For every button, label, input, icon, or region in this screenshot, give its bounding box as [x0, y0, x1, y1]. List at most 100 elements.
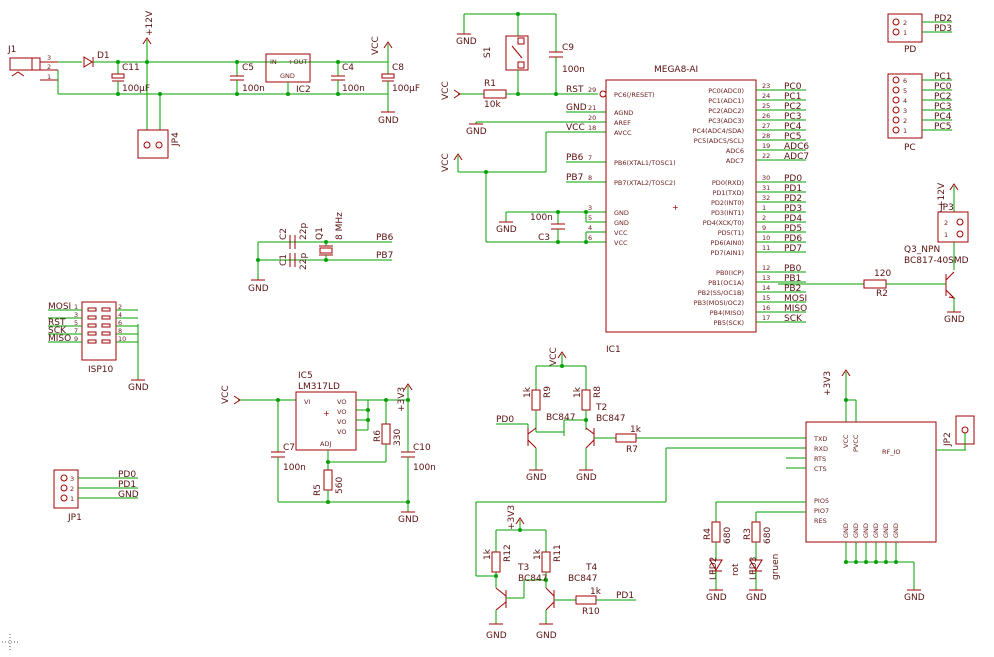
regulator-ic5[interactable]: IC5 LM317LD VI VO VO VO VO ADJ +: [295, 371, 357, 451]
ic1-pin-label: PB7(XTAL2/TOSC2): [614, 179, 676, 187]
jumper-jp3[interactable]: 2 1 JP3: [937, 203, 969, 243]
ic1-net-label: PB2: [784, 284, 801, 294]
transistor-t4[interactable]: T4 BC847: [545, 563, 597, 611]
pd0-label: PD0: [496, 415, 514, 425]
ic1-pin-label: PC0(ADC0): [708, 87, 744, 95]
jumper-jp4[interactable]: JP4: [137, 62, 181, 159]
ic1-pin-number: 19: [762, 142, 770, 150]
capacitor-c1[interactable]: C1 22p: [279, 253, 309, 270]
gnd-label: GND: [398, 515, 419, 525]
pb6-label-chip: PB6: [566, 153, 584, 163]
vcc-label: VCC: [371, 36, 381, 55]
rf-body: [805, 421, 937, 543]
gnd-label: GND: [944, 315, 965, 325]
s1-body: [505, 35, 529, 71]
supply-arrow-icon: [453, 153, 463, 161]
ic1-pin-label: ADC7: [726, 157, 744, 165]
led2-color: rot: [731, 563, 741, 576]
r12-value: 1k: [483, 548, 493, 560]
resistor-r1[interactable]: R1 10k: [483, 79, 507, 110]
ic5-vo-1: VO: [337, 398, 346, 406]
jp1-body: [53, 469, 79, 509]
pc-pin: 2: [903, 117, 907, 125]
c5-value: 100n: [242, 84, 265, 94]
origin-cross-icon: [2, 634, 18, 650]
capacitor-c5[interactable]: C5 100n: [230, 62, 265, 94]
vcc-label: VCC: [441, 153, 451, 172]
gnd-label: GND: [466, 127, 487, 137]
ic1-pin-number: 22: [762, 152, 770, 160]
ic1-pin-number: 30: [762, 174, 770, 182]
supply-12v: +12V: [142, 10, 155, 62]
microcontroller-ic1[interactable]: MEGA8-AI IC1 + 29PC6(/RESET)21AGND20AREF…: [588, 65, 809, 355]
ic1-pin-label: PB6(XTAL1/TOSC1): [614, 159, 676, 167]
ic1-pin-number: 12: [762, 264, 770, 272]
supply-vcc-t: VCC: [536, 347, 586, 367]
gnd-label: GND: [746, 593, 767, 603]
pd-body: [887, 13, 923, 43]
resistor-r3[interactable]: R3 680: [743, 521, 773, 544]
regulator-ic2[interactable]: IN +OUT GND IC2: [265, 53, 311, 95]
ic1-left-pins: 29PC6(/RESET)21AGND20AREF18AVCC7PB6(XTAL…: [588, 86, 676, 247]
isp10-pin-right: 10: [118, 335, 126, 343]
capacitor-c2[interactable]: C2 22p: [279, 223, 309, 249]
rf-pin-label: RES: [814, 517, 827, 525]
diode-d1[interactable]: D1: [83, 51, 110, 68]
transistor-t1[interactable]: BC847: [527, 413, 575, 449]
ic1-pin-number: 6: [588, 234, 592, 242]
r1-value: 10k: [484, 100, 501, 110]
resistor-r7[interactable]: 1k R7: [615, 425, 642, 455]
capacitor-c10[interactable]: C10 100n: [401, 443, 436, 473]
ic1-pin-label: PD4(XCK/T0): [703, 219, 744, 227]
barrel-jack-j1[interactable]: J1 3 2 1: [7, 45, 58, 81]
transistor-t3[interactable]: T3 BC847: [495, 563, 547, 611]
jp1-net-label: GND: [118, 490, 139, 500]
pb7-label-chip: PB7: [566, 173, 583, 183]
capacitor-c8[interactable]: C8 100µF: [381, 62, 420, 112]
q3-name: Q3_NPN: [904, 245, 940, 255]
gnd-label: GND: [576, 473, 597, 483]
capacitor-c7[interactable]: C7 100n: [271, 443, 306, 473]
c8-name: C8: [392, 63, 404, 73]
led-led3[interactable]: LED3 gruen: [749, 554, 781, 580]
capacitor-c3[interactable]: 100n C3: [530, 212, 565, 243]
supply-arrow-icon: [233, 395, 241, 405]
capacitor-c4[interactable]: C4 100n: [331, 62, 365, 94]
resistor-r5[interactable]: R5 560: [313, 469, 345, 496]
isp10-pin-left: 1: [74, 303, 78, 311]
transistor-t2[interactable]: T2 BC847: [585, 403, 625, 449]
r10-name: R10: [582, 607, 600, 617]
supply-arrow-icon: [403, 383, 413, 391]
resistor-r6[interactable]: R6 330: [373, 423, 403, 446]
capacitor-c11[interactable]: C11 100µF: [111, 62, 150, 94]
ic1-pin-number: 5: [588, 214, 592, 222]
ic1-pin-label: PD2(INT0): [711, 199, 744, 207]
crystal-q1[interactable]: Q1 8 MHz: [315, 212, 345, 262]
ic1-pin-number: 21: [588, 104, 596, 112]
switch-s1[interactable]: S1: [483, 35, 529, 71]
c10-name: C10: [413, 443, 431, 453]
rf-gnd-pin-label: GND: [862, 523, 870, 538]
transistor-q3[interactable]: Q3_NPN BC817-40SMD: [904, 245, 969, 299]
pc-net-label: PC5: [934, 122, 951, 132]
resistor-r9[interactable]: 1k R9: [523, 386, 553, 411]
resistor-r12[interactable]: 1k R12: [483, 544, 513, 573]
ic1-pin-label: AVCC: [614, 129, 632, 137]
jumper-jp2[interactable]: JP2: [943, 415, 975, 450]
resistor-r4[interactable]: R4 680: [703, 521, 733, 544]
ic1-net-label: PD2: [784, 194, 802, 204]
led-led2[interactable]: LED2 rot: [709, 557, 741, 580]
resistor-r11[interactable]: 1k R11: [533, 544, 563, 573]
pd-name: PD: [904, 45, 916, 55]
ic1-net-label: PD3: [784, 204, 802, 214]
rf-pin-label: CTS: [814, 465, 827, 473]
resistor-r10[interactable]: 1k R10: [575, 587, 602, 617]
pc-pin: 6: [903, 77, 907, 85]
c1-name: C1: [279, 254, 289, 266]
capacitor-c9[interactable]: C9 100n: [549, 43, 585, 75]
